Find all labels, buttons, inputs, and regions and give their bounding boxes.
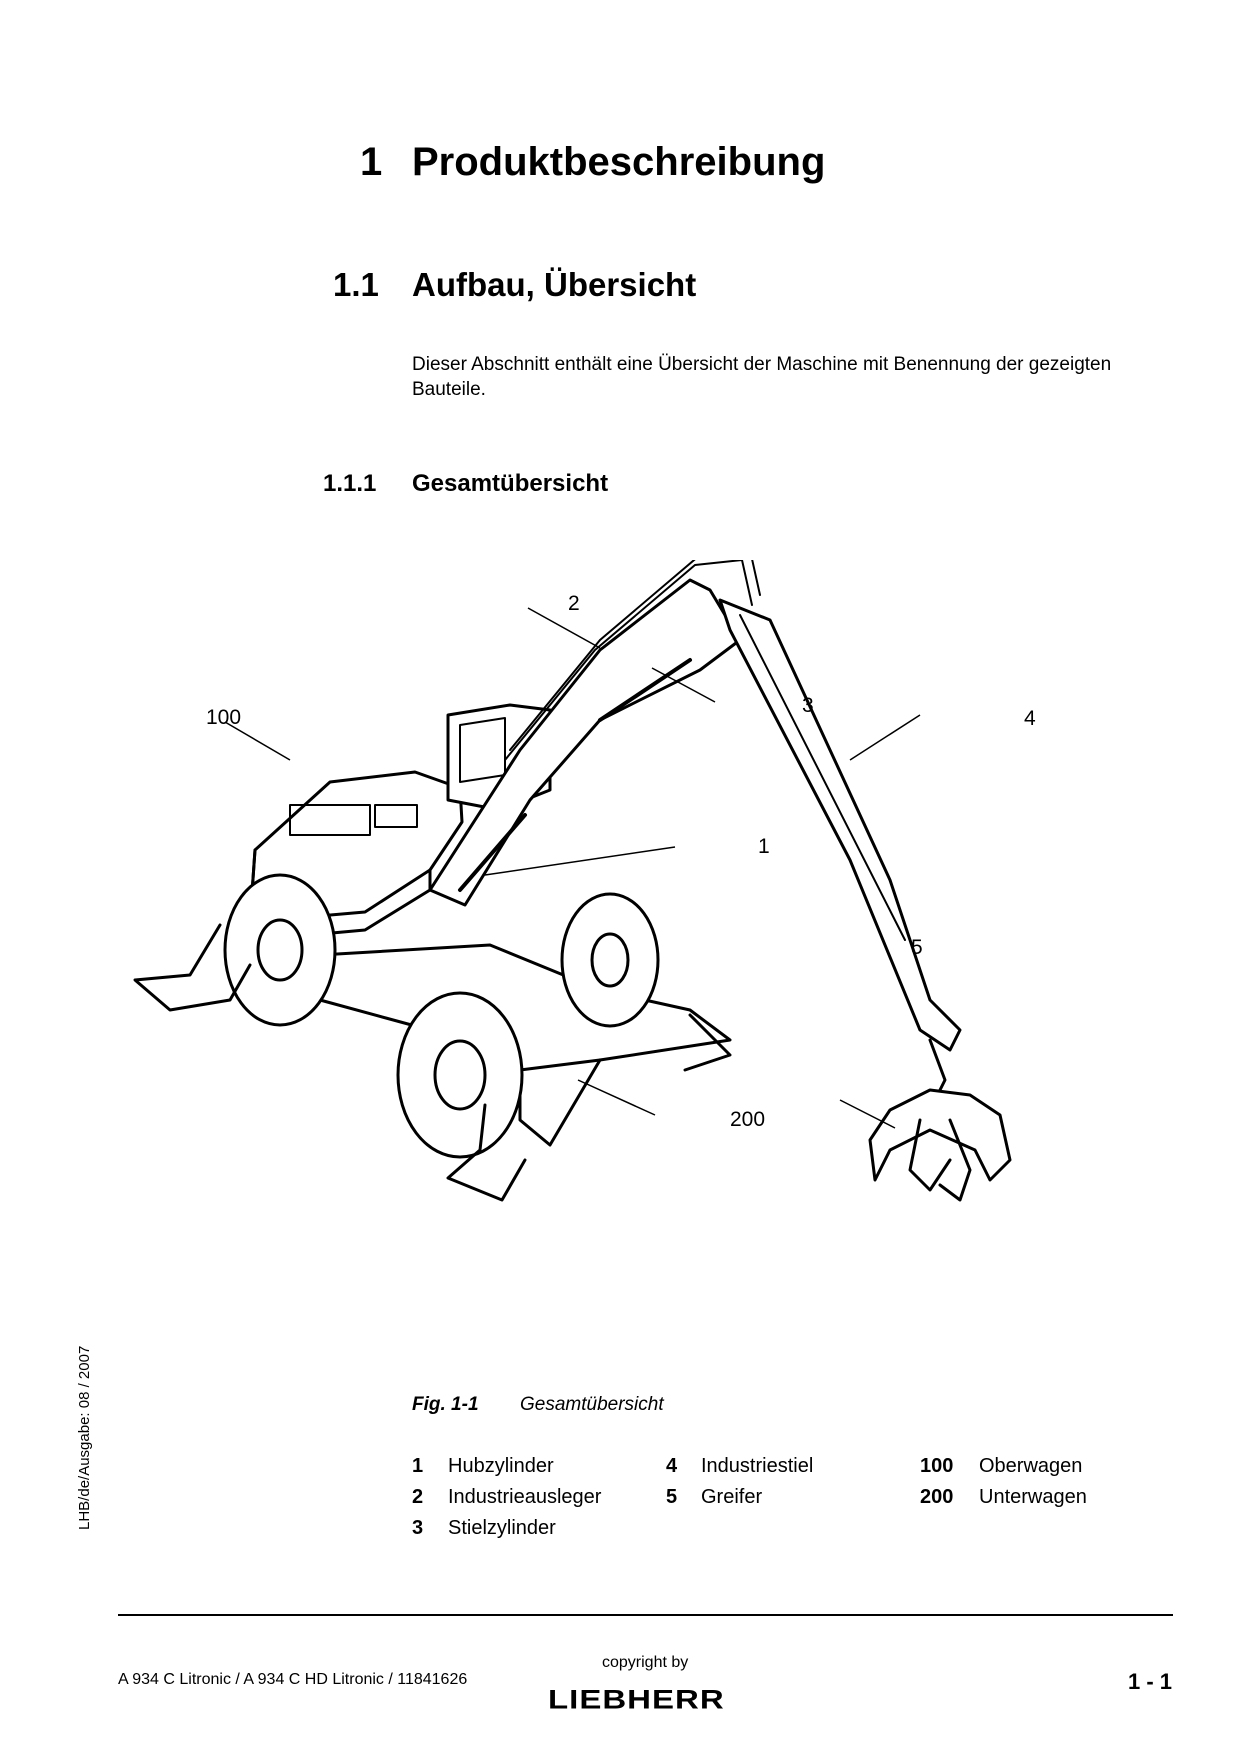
legend-number: 5: [666, 1486, 678, 1508]
figure-label: Fig. 1-1: [412, 1394, 479, 1415]
subsection-title: Gesamtübersicht: [412, 470, 609, 497]
callout-100: 100: [206, 706, 242, 729]
section-number: 1.1: [333, 266, 379, 303]
legend-number: 2: [412, 1486, 424, 1508]
callout-2: 2: [568, 592, 580, 615]
excavator-drawing: [133, 549, 1012, 1202]
legend-label: Greifer: [701, 1486, 763, 1508]
brand-logo: LIEBHERR: [548, 1684, 725, 1715]
legend-label: Industrieausleger: [448, 1486, 602, 1508]
callout-3: 3: [802, 694, 814, 717]
legend-label: Stielzylinder: [448, 1517, 556, 1539]
footer-divider: [118, 1614, 1173, 1616]
legend-label: Oberwagen: [979, 1455, 1083, 1477]
copyright-text: copyright by: [602, 1654, 689, 1671]
legend-number: 3: [412, 1517, 424, 1539]
legend-label: Hubzylinder: [448, 1455, 554, 1477]
chapter-title: Produktbeschreibung: [412, 140, 826, 184]
callout-5: 5: [911, 936, 923, 959]
page-number: 1 - 1: [1128, 1669, 1173, 1694]
edition-note: LHB/de/Ausgabe: 08 / 2007: [76, 1345, 93, 1530]
legend-label: Unterwagen: [979, 1486, 1087, 1508]
callout-1: 1: [758, 835, 770, 858]
legend-number: 200: [920, 1486, 954, 1508]
legend-number: 1: [412, 1455, 424, 1477]
chapter-number: 1: [360, 140, 383, 184]
intro-paragraph: Dieser Abschnitt enthält eine Übersicht …: [412, 354, 1112, 400]
machine-illustration: 2 100 3 4 1 5 200: [130, 549, 1170, 1350]
subsection-number: 1.1.1: [323, 470, 377, 497]
section-title: Aufbau, Übersicht: [412, 266, 697, 303]
legend-number: 100: [920, 1455, 954, 1477]
figure-title: Gesamtübersicht: [520, 1394, 664, 1415]
document-id: A 934 C Litronic / A 934 C HD Litronic /…: [118, 1671, 468, 1688]
callout-4: 4: [1024, 707, 1036, 730]
figure-caption: Fig. 1-1 Gesamtübersicht: [412, 1394, 664, 1416]
legend-number: 4: [666, 1455, 678, 1477]
legend-label: Industriestiel: [701, 1455, 814, 1477]
callout-200: 200: [730, 1108, 766, 1131]
